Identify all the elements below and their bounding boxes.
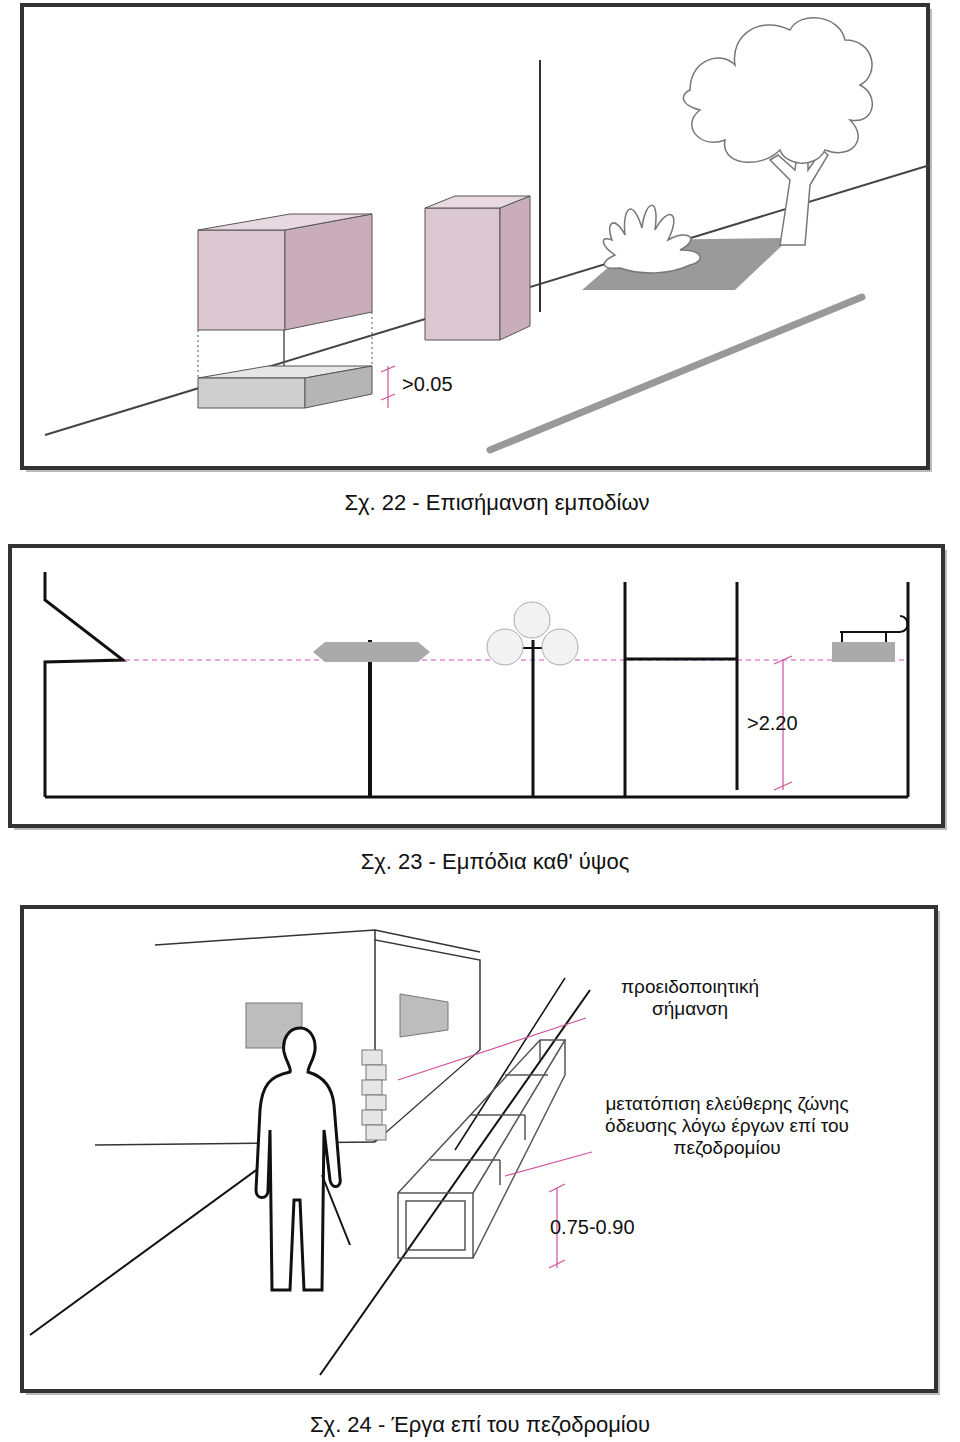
dimension: >0.05 bbox=[402, 373, 453, 396]
height-obstacles bbox=[45, 572, 908, 797]
sidewalk-works bbox=[30, 930, 592, 1375]
figure-caption: Σχ. 23 - Εμπόδια καθ' ύψος bbox=[361, 849, 630, 874]
dimension: 0.75-0.90 bbox=[550, 1216, 635, 1239]
figure-caption: Σχ. 22 - Επισήμανση εμποδίων bbox=[344, 490, 649, 515]
figure-caption: Σχ. 24 - Έργα επί του πεζοδρομίου bbox=[310, 1412, 650, 1437]
callout-note: προειδοποιητική σήμανση bbox=[595, 976, 785, 1020]
dimension: >2.20 bbox=[747, 712, 798, 735]
street-scene bbox=[45, 18, 930, 450]
panel-frame bbox=[22, 907, 936, 1391]
panel-frame bbox=[10, 546, 943, 826]
panel-frame bbox=[22, 5, 928, 468]
callout-note: μετατόπιση ελεύθερης ζώνης όδευσης λόγω … bbox=[596, 1093, 858, 1159]
